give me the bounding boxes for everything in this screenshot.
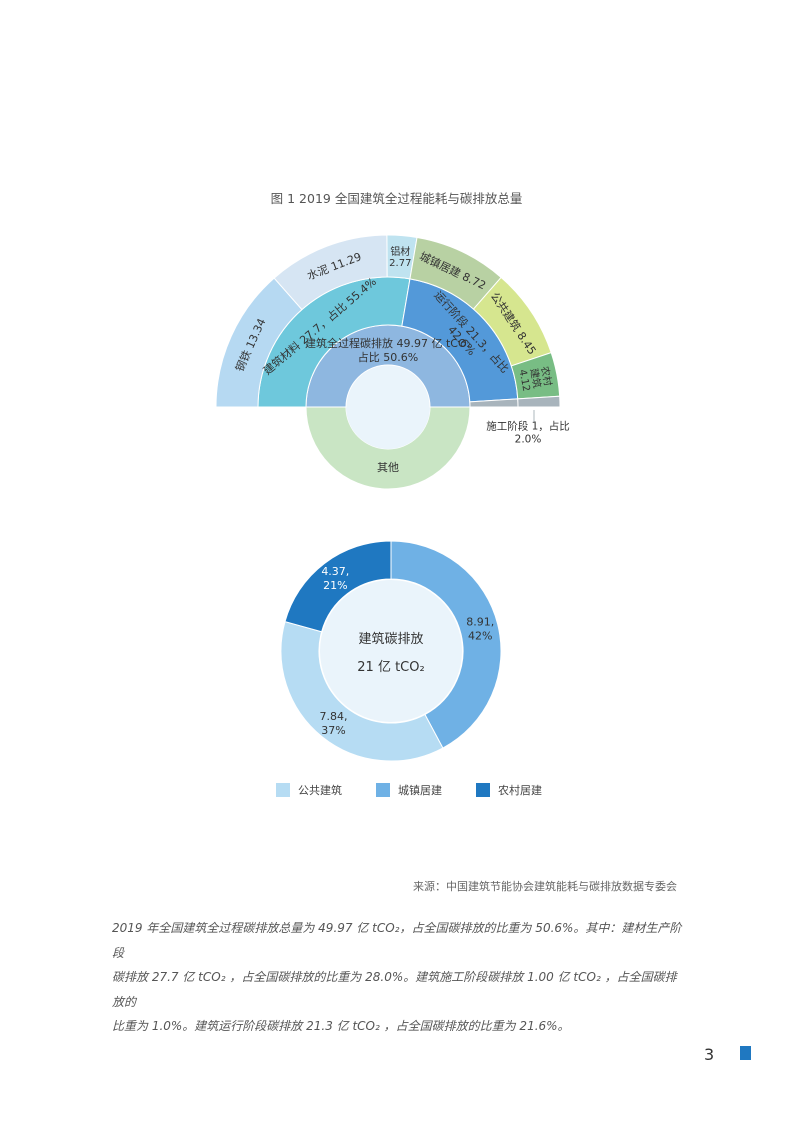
donut-value-label: 4.37,21% [321, 565, 349, 592]
other-label: 其他 [377, 461, 399, 474]
legend-swatch-urban [376, 783, 390, 797]
other-segment [305, 406, 471, 490]
donut-segment [280, 620, 444, 762]
donut-value-label: 7.84,37% [319, 710, 347, 737]
legend-item-rural: 农村居建 [476, 782, 542, 798]
donut-chart: 8.91,42% 7.84,37% 4.37,21% 建筑碳排放 21 亿 tCO₂ [280, 540, 502, 762]
caption: 2019 年全国建筑全过程碳排放总量为 49.97 亿 tCO₂，占全国碳排放的… [112, 916, 684, 1039]
donut-segment [390, 540, 502, 749]
caption-line: 比重为 1.0%。建筑运行阶段碳排放 21.3 亿 tCO₂ ，占全国碳排放的比… [112, 1019, 570, 1033]
construction-outer-segment [517, 395, 561, 408]
caption-line: 2019 年全国建筑全过程碳排放总量为 49.97 亿 tCO₂，占全国碳排放的… [112, 921, 682, 960]
legend-label-rural: 农村居建 [498, 784, 542, 797]
donut-value-label: 8.91,42% [466, 616, 494, 643]
legend-item-public: 公共建筑 [276, 782, 342, 798]
legend-label-public: 公共建筑 [298, 784, 342, 797]
sunburst-chart: 建筑材料 27.7，占比 55.4%运行阶段 21.3，占比42.6%施工阶段 … [215, 234, 570, 490]
legend-label-urban: 城镇居建 [398, 784, 442, 797]
page-number: 3 [704, 1045, 715, 1064]
donut-center [320, 580, 462, 722]
page-marker [740, 1046, 751, 1060]
source-note: 来源：中国建筑节能协会建筑能耗与碳排放数据专委会 [413, 880, 677, 893]
donut-legend: 公共建筑 城镇居建 农村居建 [276, 782, 542, 798]
legend-item-urban: 城镇居建 [376, 782, 442, 798]
donut-center-label: 建筑碳排放 [358, 631, 423, 647]
center-hole [346, 365, 430, 449]
detail-label: 农村建筑4.12 [516, 364, 555, 393]
legend-swatch-public [276, 783, 290, 797]
legend-swatch-rural [476, 783, 490, 797]
donut-center-value: 21 亿 tCO₂ [357, 660, 424, 675]
figure-title: 图 1 2019 全国建筑全过程能耗与碳排放总量 [270, 191, 523, 206]
donut-segment [284, 540, 392, 633]
caption-line: 碳排放 27.7 亿 tCO₂ ，占全国碳排放的比重为 28.0%。建筑施工阶段… [112, 970, 677, 1009]
